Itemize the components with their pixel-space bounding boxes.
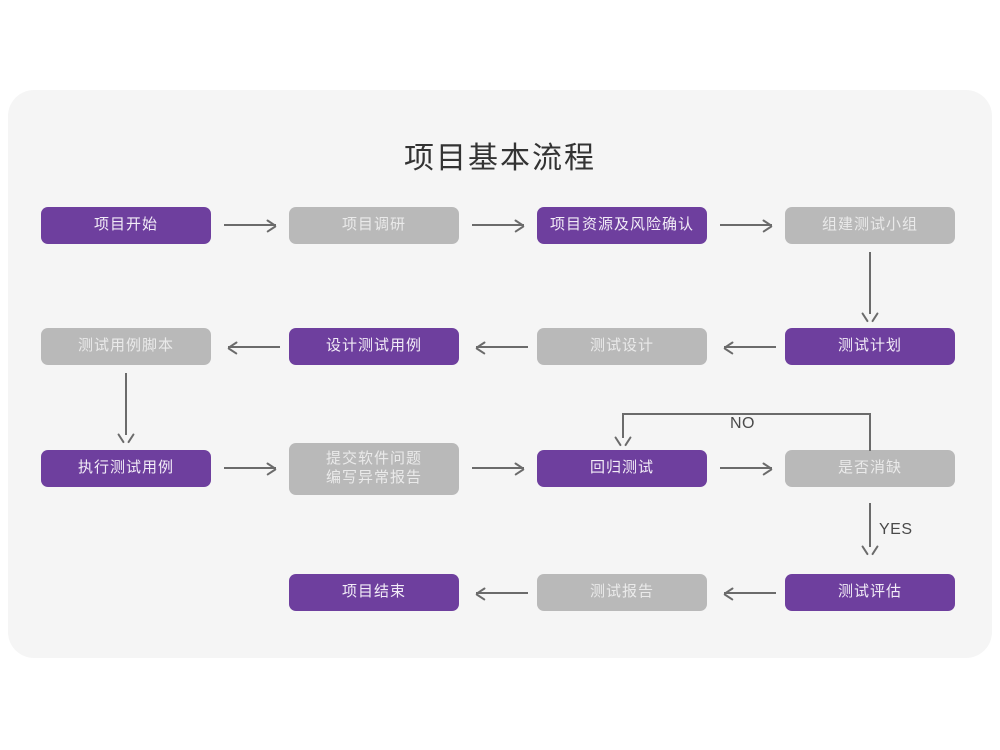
edge-label-no: NO	[730, 415, 755, 432]
arrow-n9-n10-line	[224, 467, 276, 469]
node-submit-issue-report[interactable]: 提交软件问题 编写异常报告	[289, 443, 459, 495]
node-test-plan[interactable]: 测试计划	[785, 328, 955, 365]
arrow-n15-n14-line	[724, 592, 776, 594]
diagram-title: 项目基本流程	[404, 142, 596, 175]
loop-no-top-segment	[622, 413, 871, 415]
diagram-panel	[8, 90, 992, 658]
arrow-n12-n15-line	[869, 503, 871, 547]
arrow-n4-n8-line	[869, 252, 871, 314]
arrow-n7-n6-line	[476, 346, 528, 348]
arrow-n2-n3-line	[472, 224, 524, 226]
node-execute-test-case[interactable]: 执行测试用例	[41, 450, 211, 487]
node-test-report[interactable]: 测试报告	[537, 574, 707, 611]
edge-label-yes: YES	[879, 521, 913, 538]
arrow-n14-n13-line	[476, 592, 528, 594]
arrow-n3-n4-line	[720, 224, 772, 226]
node-regression-test[interactable]: 回归测试	[537, 450, 707, 487]
node-project-start[interactable]: 项目开始	[41, 207, 211, 244]
node-project-end[interactable]: 项目结束	[289, 574, 459, 611]
arrow-n6-n5-line	[228, 346, 280, 348]
node-defect-cleared[interactable]: 是否消缺	[785, 450, 955, 487]
arrow-n5-n9-line	[125, 373, 127, 435]
loop-no-right-segment	[869, 413, 871, 451]
arrow-n1-n2-line	[224, 224, 276, 226]
node-resource-risk-confirm[interactable]: 项目资源及风险确认	[537, 207, 707, 244]
node-design-test-case[interactable]: 设计测试用例	[289, 328, 459, 365]
node-test-evaluation[interactable]: 测试评估	[785, 574, 955, 611]
node-build-test-team[interactable]: 组建测试小组	[785, 207, 955, 244]
loop-no-left-segment	[622, 413, 624, 438]
arrow-n11-n12-line	[720, 467, 772, 469]
arrow-n10-n11-line	[472, 467, 524, 469]
node-test-case-script[interactable]: 测试用例脚本	[41, 328, 211, 365]
arrow-n8-n7-line	[724, 346, 776, 348]
node-project-research[interactable]: 项目调研	[289, 207, 459, 244]
node-test-design[interactable]: 测试设计	[537, 328, 707, 365]
